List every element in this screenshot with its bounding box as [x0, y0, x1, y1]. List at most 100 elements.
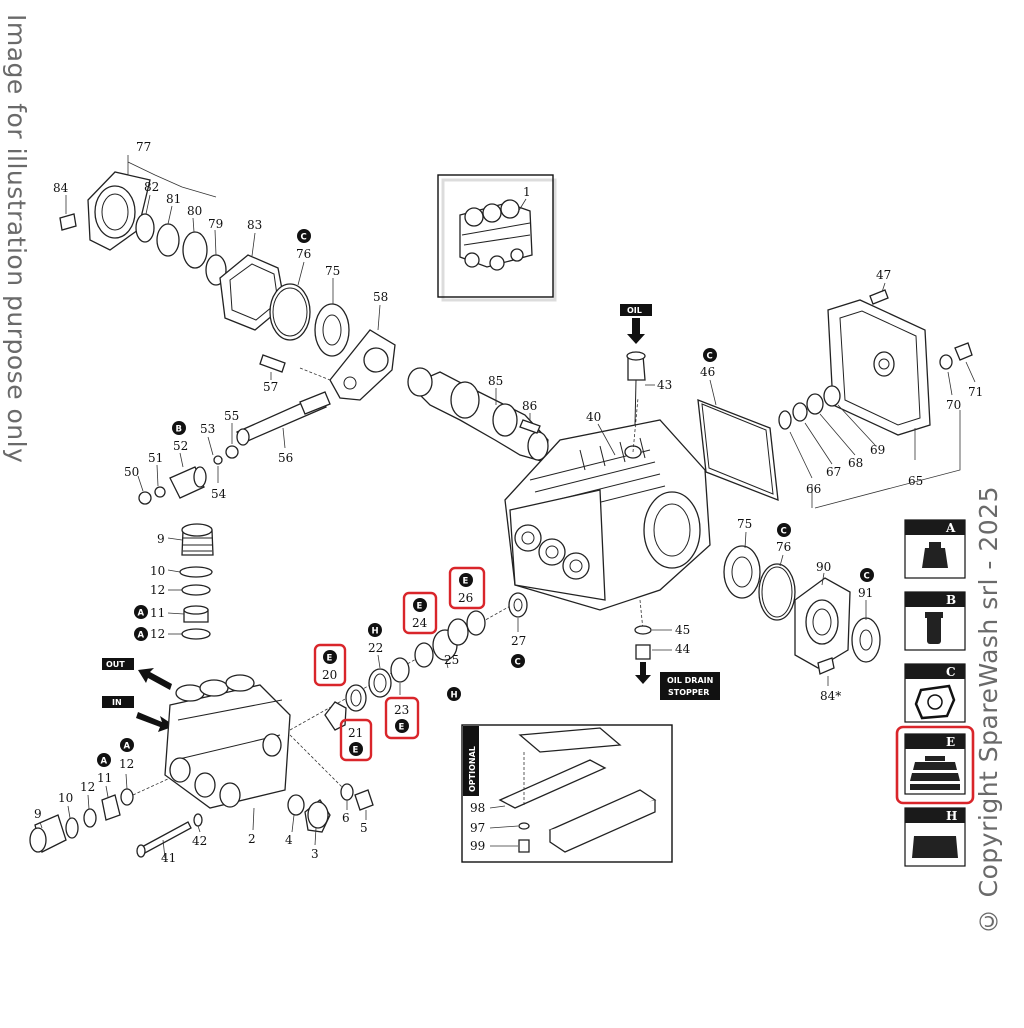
connecting-rod-group: [137, 304, 396, 505]
part-56-label: 56: [278, 451, 293, 465]
part-41-label: 41: [161, 851, 176, 865]
valve-column: [167, 523, 214, 640]
svg-text:C: C: [864, 572, 870, 582]
bottom-valve-group: [29, 773, 171, 853]
part-97-label: 97: [470, 821, 485, 835]
oil-filler-cap: OIL: [620, 304, 655, 426]
oil-drain-group: OIL DRAIN STOPPER: [634, 625, 720, 700]
part-53-label: 53: [200, 422, 215, 436]
svg-text:E: E: [353, 746, 359, 756]
part-44-label: 44: [675, 642, 691, 656]
part-10a-label: 10: [150, 564, 165, 578]
part-84-label: 84: [53, 181, 69, 195]
part-75b-label: 75: [737, 517, 752, 531]
part-9b-label: 9: [34, 807, 42, 821]
part-2-label: 2: [248, 832, 256, 846]
part-23-label: 23: [394, 703, 409, 717]
part-11a-label: 11: [150, 606, 165, 620]
kit-e-highlight: [895, 725, 975, 805]
right-bearing-group: [723, 531, 881, 686]
sight-glass-group: [778, 342, 976, 509]
part-45-label: 45: [675, 623, 690, 637]
part-55-label: 55: [224, 409, 239, 423]
out-tag-label: OUT: [106, 660, 125, 669]
part-12c-label: 12: [80, 780, 95, 794]
part-21-label: 21: [348, 726, 363, 740]
oil-drain-tag-line1: OIL DRAIN: [667, 676, 713, 685]
part-43-label: 43: [657, 378, 672, 392]
part-3-label: 3: [311, 847, 319, 861]
oil-tag-label: OIL: [627, 306, 642, 315]
part-50-label: 50: [124, 465, 139, 479]
svg-text:E: E: [417, 602, 423, 612]
part-77-label: 77: [136, 140, 151, 154]
svg-text:E: E: [399, 723, 405, 733]
copyright-notice: © Copyright SpareWash srl - 2025: [974, 486, 1003, 936]
crankshaft: [407, 367, 549, 463]
assembled-pump-inset: 1: [437, 174, 557, 302]
part-26-label: 26: [458, 591, 473, 605]
svg-text:A: A: [101, 757, 108, 767]
in-tag-label: IN: [112, 698, 122, 707]
oil-drain-tag-line2: STOPPER: [668, 688, 709, 697]
kit-a[interactable]: A: [904, 519, 966, 579]
part-52-label: 52: [173, 439, 188, 453]
manifold-head: [164, 674, 346, 831]
part-91-label: 91: [858, 586, 873, 600]
kit-h[interactable]: H: [904, 807, 966, 867]
part-11b-label: 11: [97, 771, 112, 785]
part-25-label: 25: [444, 653, 459, 667]
rear-cover: [827, 282, 931, 460]
part-51-label: 51: [148, 451, 163, 465]
part-99-label: 99: [470, 839, 485, 853]
part-66-label: 66: [806, 482, 821, 496]
svg-text:A: A: [138, 631, 145, 641]
part-82-label: 82: [144, 180, 159, 194]
part-27-label: 27: [511, 634, 526, 648]
svg-text:E: E: [463, 577, 469, 587]
kit-b[interactable]: B: [904, 591, 966, 651]
svg-text:E: E: [327, 654, 333, 664]
part-42-label: 42: [192, 834, 207, 848]
illustration-disclaimer: Image for illustration purpose only: [2, 14, 31, 464]
kit-e-letter: E: [946, 735, 955, 749]
kit-e[interactable]: E: [895, 725, 975, 805]
part-71-label: 71: [968, 385, 983, 399]
part-10b-label: 10: [58, 791, 73, 805]
part-12d-label: 12: [119, 757, 134, 771]
svg-text:A: A: [124, 742, 131, 752]
part-83-label: 83: [247, 218, 262, 232]
part-80-label: 80: [187, 204, 202, 218]
part-46-label: 46: [700, 365, 715, 379]
part-65-label: 65: [908, 474, 923, 488]
part-98-label: 98: [470, 801, 485, 815]
kit-a-letter: A: [945, 521, 956, 535]
part-47-label: 47: [876, 268, 891, 282]
optional-tag-label: OPTIONAL: [468, 746, 477, 792]
kit-legend: A B C E: [895, 519, 975, 867]
svg-text:C: C: [515, 658, 521, 668]
cover-gasket: [697, 379, 779, 501]
part-1-label: 1: [523, 185, 531, 199]
kit-c[interactable]: C: [904, 663, 966, 723]
crankcase: [504, 397, 711, 631]
part-81-label: 81: [166, 192, 181, 206]
part-85-label: 85: [488, 374, 503, 388]
part-58-label: 58: [373, 290, 388, 304]
part-9a-label: 9: [157, 532, 165, 546]
part-12b-label: 12: [150, 627, 165, 641]
part-84s-label: 84*: [820, 689, 841, 703]
part-75a-label: 75: [325, 264, 340, 278]
svg-text:B: B: [176, 425, 182, 435]
optional-inset: OPTIONAL: [461, 724, 673, 863]
part-79-label: 79: [208, 217, 223, 231]
bearing-cover-group: [59, 155, 350, 357]
part-22-label: 22: [368, 641, 383, 655]
part-54-label: 54: [211, 487, 227, 501]
part-67-label: 67: [826, 465, 841, 479]
part-90-label: 90: [816, 560, 831, 574]
flow-arrows: OUT IN: [102, 658, 175, 732]
part-4-label: 4: [285, 833, 293, 847]
part-76a-label: 76: [296, 247, 311, 261]
